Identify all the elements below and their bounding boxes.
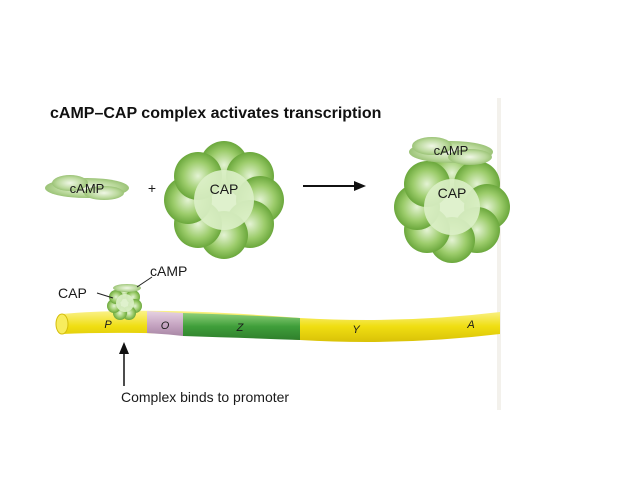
dna-region-a: A xyxy=(466,319,474,331)
dna-region-z: Z xyxy=(236,322,245,334)
dna-gene-z-region xyxy=(183,313,300,340)
camp-molecule-free xyxy=(45,175,129,200)
dna-region-y: Y xyxy=(352,324,360,336)
cap-free-label: CAP xyxy=(210,181,239,197)
dna-operator-region xyxy=(147,311,183,336)
cap-protein-free xyxy=(164,141,284,259)
promoter-arrow xyxy=(119,342,129,386)
dna-region-p: P xyxy=(104,319,112,331)
camp-free-label: cAMP xyxy=(70,181,105,196)
camp-complex-label: cAMP xyxy=(434,143,469,158)
diagram-title: cAMP–CAP complex activates transcription xyxy=(50,105,382,122)
camp-on-dna-label: cAMP xyxy=(150,263,187,279)
cap-on-dna-label: CAP xyxy=(58,285,87,301)
cap-camp-complex-on-dna xyxy=(107,284,142,320)
camp-leader-line xyxy=(136,276,153,288)
cap-protein-complex xyxy=(394,150,510,263)
reaction-arrow xyxy=(303,181,366,191)
camp-molecule-complex xyxy=(409,137,493,165)
dna-strand xyxy=(55,310,500,342)
dna-region-o: O xyxy=(161,320,170,332)
cap-leader-line xyxy=(96,292,114,299)
paper-edge xyxy=(497,98,501,410)
cap-complex-label: CAP xyxy=(438,185,467,201)
promoter-caption: Complex binds to promoter xyxy=(121,389,289,405)
plus-sign: + xyxy=(148,180,156,196)
